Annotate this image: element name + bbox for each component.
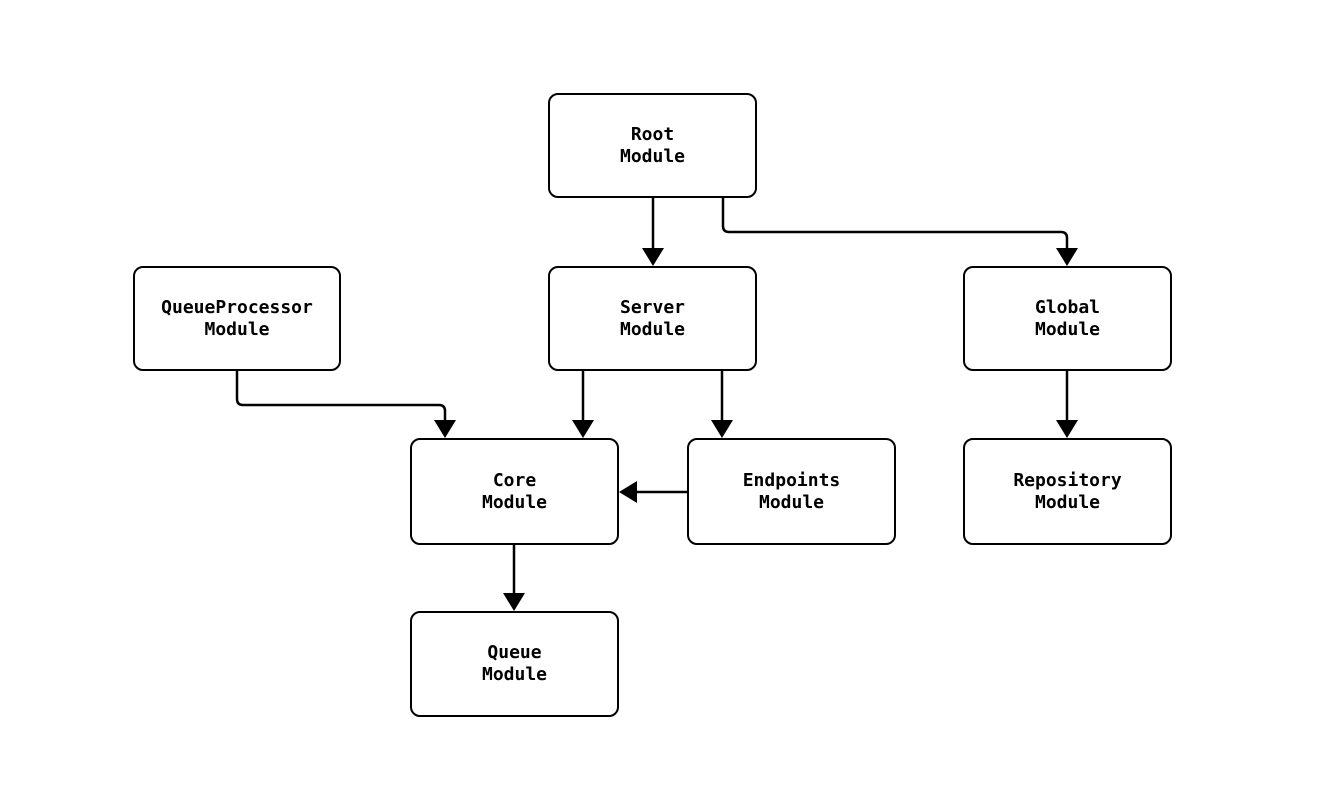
edge-endpoints-to-core-arrowhead-icon: [619, 481, 637, 503]
node-queueprocessor-label-line2: Module: [204, 318, 270, 340]
node-endpoints-label-line1: Endpoints: [742, 469, 841, 491]
edge-root-to-global-line: [721, 198, 1069, 250]
edge-core-to-queue-arrowhead-icon: [503, 593, 525, 611]
node-endpoints-module: Endpoints Module: [687, 438, 896, 545]
edge-queueprocessor-to-core-arrowhead-icon: [434, 420, 456, 438]
edge-root-to-server: [642, 198, 664, 266]
node-queue-label-line1: Queue: [487, 642, 542, 663]
node-core-label-line2: Module: [481, 491, 548, 513]
node-root-module: Root Module: [548, 93, 757, 198]
edge-global-to-repository-arrowhead-icon: [1056, 420, 1078, 438]
node-repository-label-line1: Repository: [1013, 469, 1122, 491]
node-endpoints-label-line2: Module: [758, 491, 825, 513]
node-server-module: Server Module: [548, 266, 757, 371]
node-queue-label-line2: Module: [481, 664, 548, 685]
edge-queueprocessor-to-core-line: [235, 371, 447, 422]
edge-server-to-core: [572, 371, 594, 438]
node-repository-module: Repository Module: [963, 438, 1172, 545]
edge-queueprocessor-to-core: [235, 371, 456, 438]
edge-core-to-queue: [503, 545, 525, 611]
node-queue-module: Queue Module: [410, 611, 619, 717]
edge-global-to-repository: [1056, 371, 1078, 438]
node-global-label-line1: Global: [1034, 296, 1101, 318]
node-server-label-line1: Server: [619, 296, 686, 318]
node-server-label-line2: Module: [619, 318, 686, 340]
edge-root-to-server-arrowhead-icon: [642, 248, 664, 266]
node-global-label-line2: Module: [1034, 318, 1101, 340]
node-core-module: Core Module: [410, 438, 619, 545]
node-global-module: Global Module: [963, 266, 1172, 371]
node-repository-label-line2: Module: [1034, 491, 1101, 513]
node-root-label-line2: Module: [619, 145, 686, 167]
node-queueprocessor-module: QueueProcessor Module: [133, 266, 341, 371]
edge-root-to-global-arrowhead-icon: [1056, 248, 1078, 266]
edge-server-to-endpoints-arrowhead-icon: [711, 420, 733, 438]
edge-server-to-endpoints: [711, 371, 733, 438]
node-root-label-line1: Root: [630, 123, 675, 145]
node-core-label-line1: Core: [492, 469, 537, 491]
edge-server-to-core-arrowhead-icon: [572, 420, 594, 438]
edge-endpoints-to-core: [619, 481, 687, 503]
node-queueprocessor-label-line1: QueueProcessor: [161, 296, 313, 318]
edge-root-to-global: [721, 198, 1078, 266]
